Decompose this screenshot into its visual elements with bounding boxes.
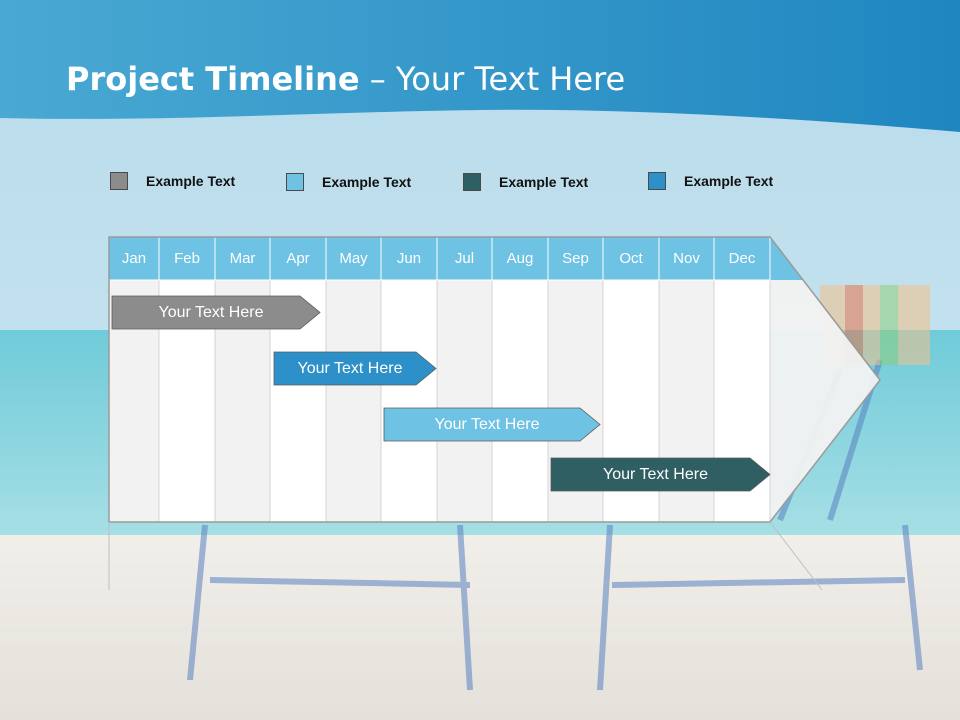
legend-item-2: Example Text [286,172,411,192]
title-rest: – Your Text Here [359,60,626,98]
legend-swatch-2 [286,173,304,191]
month-column-jul [436,279,493,523]
month-column-may [325,279,382,523]
task-label-4: Your Text Here [603,465,708,483]
month-header-cell-aug [491,236,549,281]
month-label-jan: Jan [121,250,147,267]
month-label-oct: Oct [619,250,643,267]
month-label-mar: Mar [229,250,256,267]
legend-item-1: Example Text [110,171,235,191]
legend-swatch-3 [463,173,481,191]
title-bold: Project Timeline [66,60,360,98]
month-label-jul: Jul [454,250,475,267]
month-label-feb: Feb [174,250,200,267]
task-arrow-3 [383,407,601,442]
month-label-nov: Nov [673,250,700,267]
legend-item-3: Example Text [463,172,588,192]
header-band [0,0,960,132]
month-header-cell-dec [713,236,771,281]
task-arrow-4 [550,457,771,492]
month-label-may: May [339,250,368,267]
month-header-cell-may [325,236,382,281]
month-label-sep: Sep [562,250,589,267]
legend-label-1: Example Text [146,173,236,189]
month-column-jun [380,279,438,523]
month-header-cell-feb [158,236,216,281]
task-arrow-2 [273,351,437,386]
legend-item-4: Example Text [648,171,773,191]
task-arrow-1 [111,295,321,330]
month-label-jun: Jun [396,250,422,267]
month-header-cell-mar [214,236,271,281]
task-label-1: Your Text Here [158,303,264,321]
legend-swatch-4 [648,172,666,190]
month-column-aug [491,279,549,523]
month-header-cell-sep [547,236,604,281]
legend-swatch-1 [110,172,128,190]
month-header-cell-nov [658,236,715,281]
legend-label-2: Example Text [322,174,412,190]
page-title: Project Timeline – Your Text Here [66,60,625,98]
month-header-cell-jul [436,236,493,281]
legend-label-3: Example Text [499,174,589,190]
month-header-cell-jun [380,236,438,281]
month-label-apr: Apr [286,250,310,267]
timeline-arrow-outline [108,236,881,523]
month-header-cell-apr [269,236,327,281]
month-label-aug: Aug [506,250,534,267]
task-label-3: Your Text Here [434,415,540,433]
task-label-2: Your Text Here [297,359,403,377]
month-header-cell-oct [602,236,660,281]
timeline-base-line-right [769,521,823,591]
month-label-dec: Dec [728,250,756,267]
legend-label-4: Example Text [684,173,774,189]
